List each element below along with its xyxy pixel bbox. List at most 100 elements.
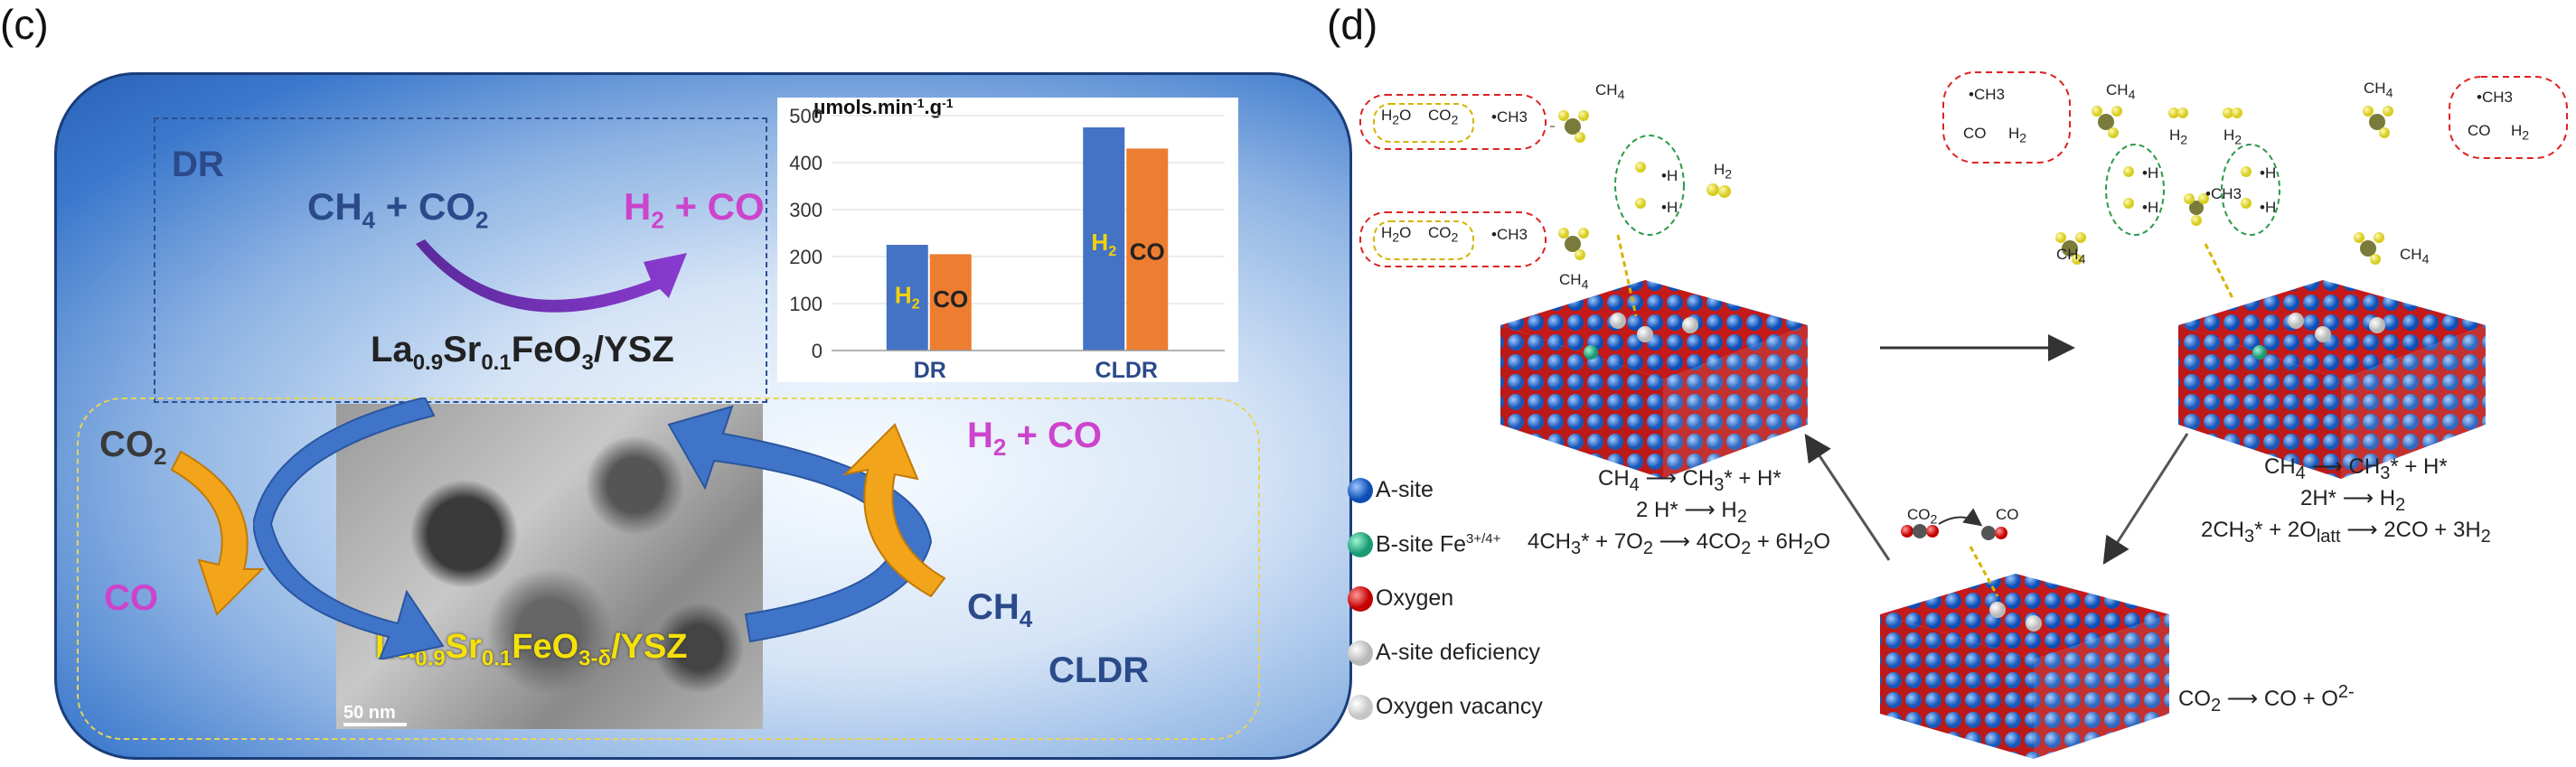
ch4-to-products-arrow	[841, 423, 946, 598]
red-box-3	[1942, 71, 2071, 164]
ch3-label-r2: •CH3	[2477, 89, 2513, 106]
ch4-label: CH4	[967, 587, 1033, 632]
bar-h2-dr	[886, 245, 928, 351]
h2-label-r4: H2	[2511, 122, 2530, 144]
scale-bar-label: 50 nm	[343, 703, 396, 723]
panel-d-label: (d)	[1327, 1, 1378, 48]
bar-co-cldr	[1126, 148, 1169, 351]
crystal-top-right	[2178, 280, 2486, 379]
x-tick-label: CLDR	[1095, 358, 1158, 382]
red-box-2	[1359, 211, 1547, 267]
eq-right-3: 2CH3* + 2Olatt ⟶ 2CO + 3H2	[2201, 518, 2491, 547]
red-box-4	[2449, 76, 2568, 159]
arrow-to-left-slab	[1804, 434, 1891, 561]
eq-right-2: 2H* ⟶ H2	[2300, 486, 2406, 515]
legend-b-site: B-site Fe3+/4+	[1376, 531, 1501, 557]
catalyst-tem-label: La0.9Sr0.1FeO3-δ/YSZ	[375, 628, 688, 671]
h-label-d1: •H	[1661, 167, 1678, 184]
red-box-1	[1359, 94, 1547, 150]
ch3-label-2: •CH3	[1491, 226, 1528, 243]
bar-co-dr	[929, 254, 972, 351]
co-label-r2: CO	[2468, 122, 2491, 139]
h-label-r2: •H	[2142, 199, 2159, 216]
ch4-label-r2: CH4	[2364, 80, 2393, 101]
cycle-arrow-left	[253, 398, 445, 659]
h2-label-d1: H2	[1714, 161, 1733, 182]
legend-a-site-sphere	[1348, 478, 1373, 503]
co-label-bottom: CO	[1996, 506, 2019, 523]
eq-left-2: 2 H* ⟶ H2	[1636, 498, 1747, 527]
eq-left-3: 4CH3* + 7O2 ⟶ 4CO2 + 6H2O	[1528, 529, 1831, 558]
legend-a-site-deficiency: A-site deficiency	[1376, 640, 1541, 665]
ch4-label-r1: CH4	[2106, 81, 2136, 103]
mechanism-diagram	[1348, 71, 2568, 759]
eq-bottom: CO2 ⟶ CO + O2-	[2178, 682, 2355, 716]
dr-reaction-arrow	[416, 239, 687, 313]
h-label-d2: •H	[1661, 199, 1678, 216]
cldr-dashed-box	[77, 398, 1260, 740]
eq-left-1: CH4 ⟶ CH3* + H*	[1598, 466, 1782, 495]
crystal-side-left	[1663, 325, 1808, 479]
ch3-label-1: •CH3	[1491, 108, 1528, 126]
legend-oxygen-vacancy: Oxygen vacancy	[1376, 694, 1543, 719]
h-label-r1: •H	[2142, 164, 2159, 182]
h2o-label-2: H2O	[1381, 224, 1412, 246]
y-tick-label: 400	[789, 152, 823, 174]
cldr-label: CLDR	[1048, 650, 1150, 690]
ch3-label-r1: •CH3	[1969, 86, 2005, 103]
co2-label-1: CO2	[1428, 107, 1459, 128]
chart-title: μmols.min-1.g-1	[813, 98, 954, 118]
y-tick-label: 200	[789, 246, 823, 268]
eq-right-1: CH4 ⟶ CH3* + H*	[2264, 454, 2448, 483]
h-label-r4: •H	[2260, 199, 2277, 216]
green-ellipse-r1	[2105, 144, 2165, 236]
legend-oxygen-sphere	[1348, 586, 1373, 612]
ch4-label-d2: CH4	[1559, 271, 1589, 293]
panel-c-label: (c)	[0, 1, 49, 48]
bar-label-co: CO	[1130, 238, 1165, 265]
reactants-label: CH4 + CO2	[307, 185, 489, 234]
scale-bar	[343, 723, 407, 726]
crystal-top-left	[1500, 280, 1808, 379]
ch4-label-r3: CH4	[2056, 246, 2086, 267]
crystal-side-right	[2341, 325, 2486, 479]
y-tick-label: 500	[789, 105, 823, 127]
y-tick-label: 100	[789, 293, 823, 315]
co-label: CO	[104, 578, 158, 618]
crystal-front-right	[2178, 325, 2341, 479]
ch4-label-d1: CH4	[1595, 81, 1625, 103]
h-label-r3: •H	[2260, 164, 2277, 182]
h2-label-r1: H2	[2008, 125, 2027, 146]
legend-oxygen-vacancy-sphere	[1348, 695, 1373, 720]
legend-oxygen: Oxygen	[1376, 585, 1454, 611]
x-tick-label: DR	[914, 358, 946, 382]
h2-label-r3: H2	[2223, 126, 2242, 148]
co2-label-bottom: CO2	[1907, 506, 1938, 528]
ch4-label-r4: CH4	[2400, 246, 2430, 267]
co2-label-2: CO2	[1428, 224, 1459, 246]
y-tick-label: 300	[789, 199, 823, 221]
co-label-r1: CO	[1963, 125, 1987, 142]
dr-dashed-box	[154, 117, 767, 403]
y-tick-label: 0	[812, 340, 823, 362]
legend-a-site: A-site	[1376, 477, 1434, 502]
h2-co-label: H2 + CO	[967, 416, 1102, 461]
bar-label-co: CO	[933, 285, 968, 313]
crystal-front-bottom	[1880, 614, 2034, 759]
co2-to-co-arrow	[170, 450, 265, 616]
bar-h2-cldr	[1083, 127, 1125, 351]
crystal-top-bottom	[1880, 574, 2169, 659]
green-ellipse-left	[1614, 135, 1685, 236]
products-label: H2 + CO	[624, 185, 765, 234]
green-ellipse-r2	[2221, 144, 2280, 236]
crystal-front-left	[1500, 325, 1663, 479]
co2-label: CO2	[99, 425, 167, 470]
arrow-to-bottom-slab	[2102, 433, 2189, 566]
h2-label-r2: H2	[2169, 126, 2188, 148]
h2o-label-1: H2O	[1381, 107, 1412, 128]
crystal-side-bottom	[2034, 614, 2169, 759]
ch3-label-r3: •CH3	[2205, 185, 2242, 202]
legend-a-deficiency-sphere	[1348, 641, 1373, 666]
